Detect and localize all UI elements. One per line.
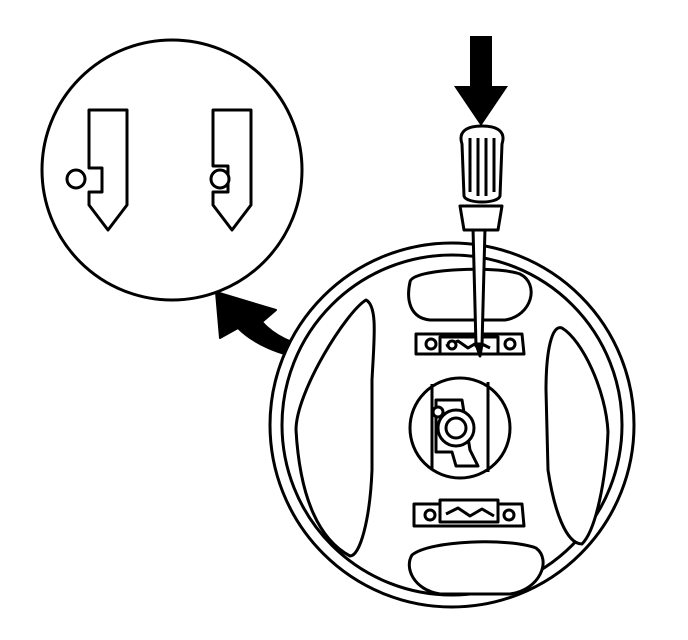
clip-engaged-view	[209, 108, 253, 232]
screwdriver-tip	[474, 342, 484, 358]
steering-column-hub	[408, 376, 512, 480]
lower-clip-hole-right	[502, 508, 516, 522]
retaining-pin-right	[209, 168, 231, 190]
retaining-pin-left	[65, 168, 87, 190]
detail-circle-outline	[40, 38, 304, 302]
lower-clip-spring	[445, 506, 495, 518]
screwdriver-ferrule	[458, 204, 504, 232]
screwdriver-handle-grooves	[468, 138, 496, 196]
upper-clip-hole-right	[503, 337, 517, 351]
lower-airbag-clip	[412, 498, 526, 528]
wheel-opening-right	[544, 326, 610, 546]
screwdriver-icon	[458, 124, 505, 358]
hub-pin	[431, 405, 445, 419]
wheel-opening-left	[294, 298, 376, 558]
clip-released-view	[65, 108, 129, 232]
upper-clip-pin	[446, 339, 458, 351]
lower-clip-latch	[438, 498, 500, 524]
screwdriver-shaft	[471, 226, 487, 348]
wheel-opening-top	[407, 267, 533, 322]
steering-wheel	[268, 241, 636, 609]
down-arrow-icon	[454, 36, 508, 126]
upper-clip-hole-left	[424, 337, 438, 351]
screwdriver-handle	[459, 124, 505, 204]
clip-detail-callout	[40, 38, 304, 302]
clip-plate-right	[211, 108, 253, 232]
lower-clip-hole-left	[423, 508, 437, 522]
upper-airbag-clip	[414, 332, 526, 356]
hub-housing	[430, 382, 490, 472]
hub-center	[444, 416, 468, 440]
wheel-opening-bottom	[407, 540, 545, 596]
clip-plate-left	[87, 108, 129, 232]
